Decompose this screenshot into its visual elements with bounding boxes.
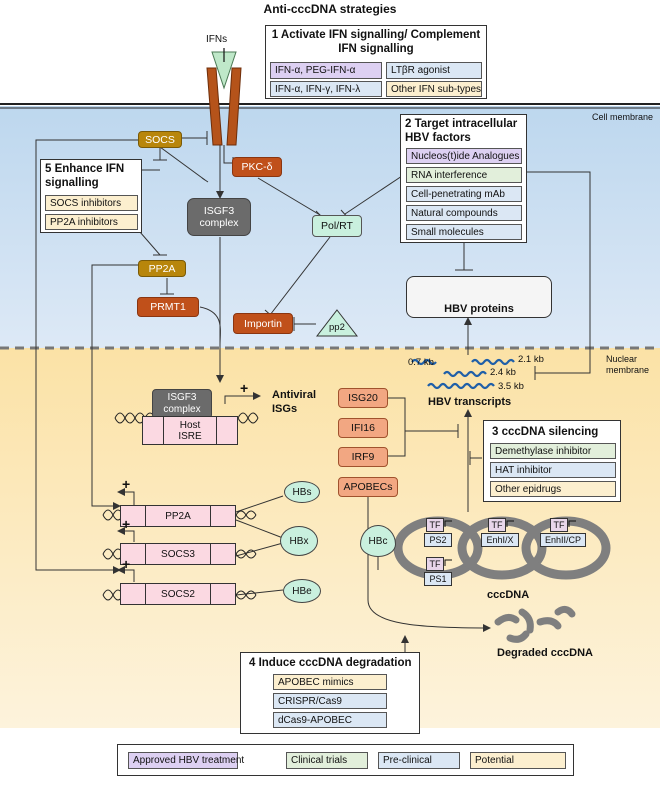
nuclear-membrane-label: Nuclear membrane [606,354,650,375]
strategy4-item-apobec-mimics: APOBEC mimics [273,674,387,690]
tf-enh2: TF [550,518,568,532]
pkc-delta-node: PKC-δ [232,157,282,177]
importin-node: Importin [233,313,293,334]
strategy1-item-ltbr: LTβR agonist [386,62,482,79]
isg20-node: ISG20 [338,388,388,408]
strategy1-item-other-ifn: Other IFN sub-types [386,81,482,97]
tf-ps2: TF [426,518,444,532]
socs2-gene: SOCS2 [120,583,236,605]
socs3-plus-sign: + [122,516,131,532]
strategy1-item-peg-ifn: IFN-α, PEG-IFN-α [270,62,382,79]
transcript-24kb: 2.4 kb [490,367,516,378]
strategy4-item-crispr: CRISPR/Cas9 [273,693,387,709]
ps2-promoter: PS2 [424,533,452,547]
socs2-gene-label: SOCS2 [161,588,195,600]
socs3-gene-label: SOCS3 [161,548,195,560]
transcript-21kb: 2.1 kb [518,354,544,365]
strategy2-item-rnai: RNA interference [406,167,522,183]
transcript-07kb: 0.7 kb [408,357,434,368]
strategy2-item-natural: Natural compounds [406,205,522,221]
irf9-node: IRF9 [338,447,388,467]
strategy5-box: 5 Enhance IFN signalling SOCS inhibitors… [40,159,142,233]
hbv-proteins-label: HBV proteins [444,303,514,315]
enh2-element: EnhII/CP [540,533,586,547]
pp2-triangle [315,309,359,337]
strategy2-item-nucleoside: Nucleos(t)ide Analogues [406,148,522,164]
enh1-element: EnhI/X [481,533,519,547]
ifi16-node: IFI16 [338,418,388,438]
strategy4-box: 4 Induce cccDNA degradation APOBEC mimic… [240,652,420,734]
pp2a-node: PP2A [138,260,186,277]
transcript-35kb: 3.5 kb [498,381,524,392]
strategy1-box: 1 Activate IFN signalling/ Complement IF… [265,25,487,99]
strategy4-item-dcas9: dCas9-APOBEC [273,712,387,728]
pp2a-gene: PP2A [120,505,236,527]
strategy3-item-epidrugs: Other epidrugs [490,481,616,497]
hbs-oval: HBs [284,481,320,503]
hbv-transcripts-waves [411,358,515,390]
pp2a-gene-label: PP2A [165,510,191,522]
cell-membrane-label: Cell membrane [592,112,654,122]
isgf3-nuclear-complex: ISGF3 complex [152,389,212,419]
isre-plus-sign: + [240,380,249,396]
degraded-fragments [494,605,576,643]
strategy5-item-pp2a-inhibitors: PP2A inhibitors [45,214,138,230]
strategy3-title: 3 cccDNA silencing [492,426,599,438]
strategy5-title: 5 Enhance IFN signalling [45,163,125,189]
legend-approved: Approved HBV treatment [128,752,244,769]
ps1-promoter: PS1 [424,572,452,586]
strategy3-item-hat: HAT inhibitor [490,462,616,478]
isgf3-complex-node: ISGF3 complex [187,198,251,236]
strategy4-title: 4 Induce cccDNA degradation [249,657,412,669]
legend-box: Approved HBV treatment Clinical trials P… [117,744,574,776]
strategy5-item-socs-inhibitors: SOCS inhibitors [45,195,138,211]
apobecs-node: APOBECs [338,477,398,497]
host-isre-gene: Host ISRE [142,416,238,445]
socs3-gene: SOCS3 [120,543,236,565]
socs2-plus-sign: + [122,556,131,572]
strategy3-box: 3 cccDNA silencing Demethylase inhibitor… [483,420,621,502]
strategy2-title: 2 Target intracellular HBV factors [405,118,518,144]
ifns-label: IFNs [206,34,228,45]
strategy2-item-small-molecules: Small molecules [406,224,522,240]
antiviral-isgs-label: Antiviral ISGs [272,389,317,415]
prmt1-node: PRMT1 [137,297,199,317]
strategy1-title: 1 Activate IFN signalling/ Complement IF… [271,29,481,55]
ifn-receptor [206,48,242,146]
strategy2-box: 2 Target intracellular HBV factors Nucle… [400,114,527,243]
degraded-cccdna-label: Degraded cccDNA [497,647,593,659]
hbv-transcripts-label: HBV transcripts [428,396,512,408]
tf-enh1: TF [488,518,506,532]
strategy3-item-demethylase: Demethylase inhibitor [490,443,616,459]
hbx-oval: HBx [280,526,318,556]
hbc-oval: HBc [360,525,396,557]
hbv-proteins-box: HBV proteins [406,276,552,318]
legend-pre-clinical: Pre-clinical [378,752,460,769]
cccdna-label: cccDNA [487,589,530,601]
tf-ps1: TF [426,557,444,571]
hbe-oval: HBe [283,579,321,603]
page-title: Anti-cccDNA strategies [263,2,397,16]
strategy2-item-mab: Cell-penetrating mAb [406,186,522,202]
legend-potential: Potential [470,752,566,769]
strategy1-item-ifn-types: IFN-α, IFN-γ, IFN-λ [270,81,382,97]
pp2-label: pp2 [329,322,345,333]
legend-clinical-trials: Clinical trials [286,752,368,769]
pp2a-plus-sign: + [122,476,131,492]
pol-rt-node: Pol/RT [312,215,362,237]
socs-node: SOCS [138,131,182,148]
host-isre-label: Host ISRE [178,419,202,442]
